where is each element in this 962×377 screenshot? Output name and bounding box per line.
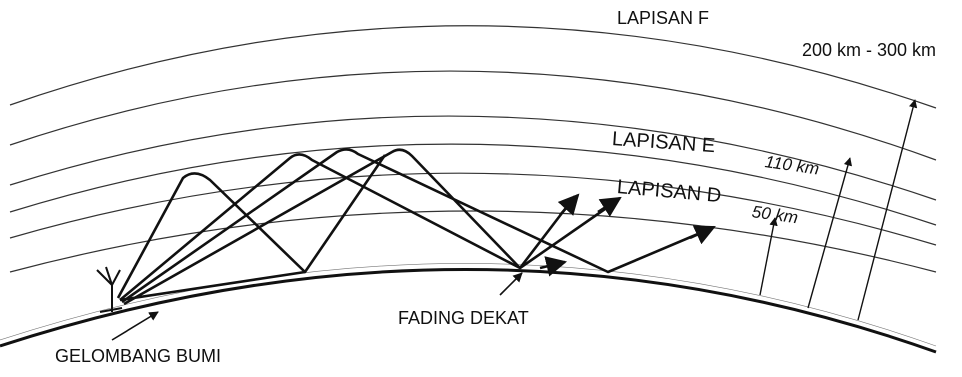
ray-arrow-4 — [539, 256, 568, 277]
height-arrow-e — [807, 157, 853, 309]
layer-e-upper-arc — [9, 115, 937, 201]
ray-arrow-3 — [689, 225, 716, 245]
height-arrow-d — [759, 217, 778, 296]
antenna-icon — [96, 266, 123, 313]
layer-f-upper-arc — [9, 25, 937, 109]
fading-pointer — [499, 272, 523, 296]
layer-d-lower-arc — [9, 210, 937, 273]
ionosphere-layers — [9, 25, 937, 273]
height-arrow-f — [857, 99, 918, 321]
layer-f-label: LAPISAN F — [617, 8, 710, 28]
near-fading-label: FADING DEKAT — [398, 308, 529, 328]
layer-d-upper-arc — [9, 172, 937, 246]
pointer-arrows — [111, 272, 523, 341]
layer-f-lower-arc — [9, 70, 937, 161]
earth-surface — [0, 268, 937, 354]
sky-wave-return-1 — [519, 198, 619, 270]
layer-f-height-label: 200 km - 300 km — [802, 40, 937, 60]
ground-wave-pointer — [111, 311, 159, 341]
earth-surface-shadow — [0, 263, 937, 347]
ray-arrow-1 — [557, 193, 580, 216]
layer-e-lower-arc — [9, 143, 937, 226]
sky-wave-path-4 — [123, 148, 577, 306]
sky-wave-return-2 — [119, 270, 306, 302]
ground-wave-label: GELOMBANG BUMI — [55, 346, 222, 366]
ray-arrow-2 — [597, 196, 622, 217]
sky-wave-path-3 — [121, 148, 713, 304]
sky-wave-path-1 — [116, 154, 387, 299]
height-arrows — [759, 99, 918, 321]
ray-arrows — [539, 193, 716, 277]
sky-wave-path-2 — [119, 153, 521, 301]
sky-wave-paths — [116, 148, 713, 306]
